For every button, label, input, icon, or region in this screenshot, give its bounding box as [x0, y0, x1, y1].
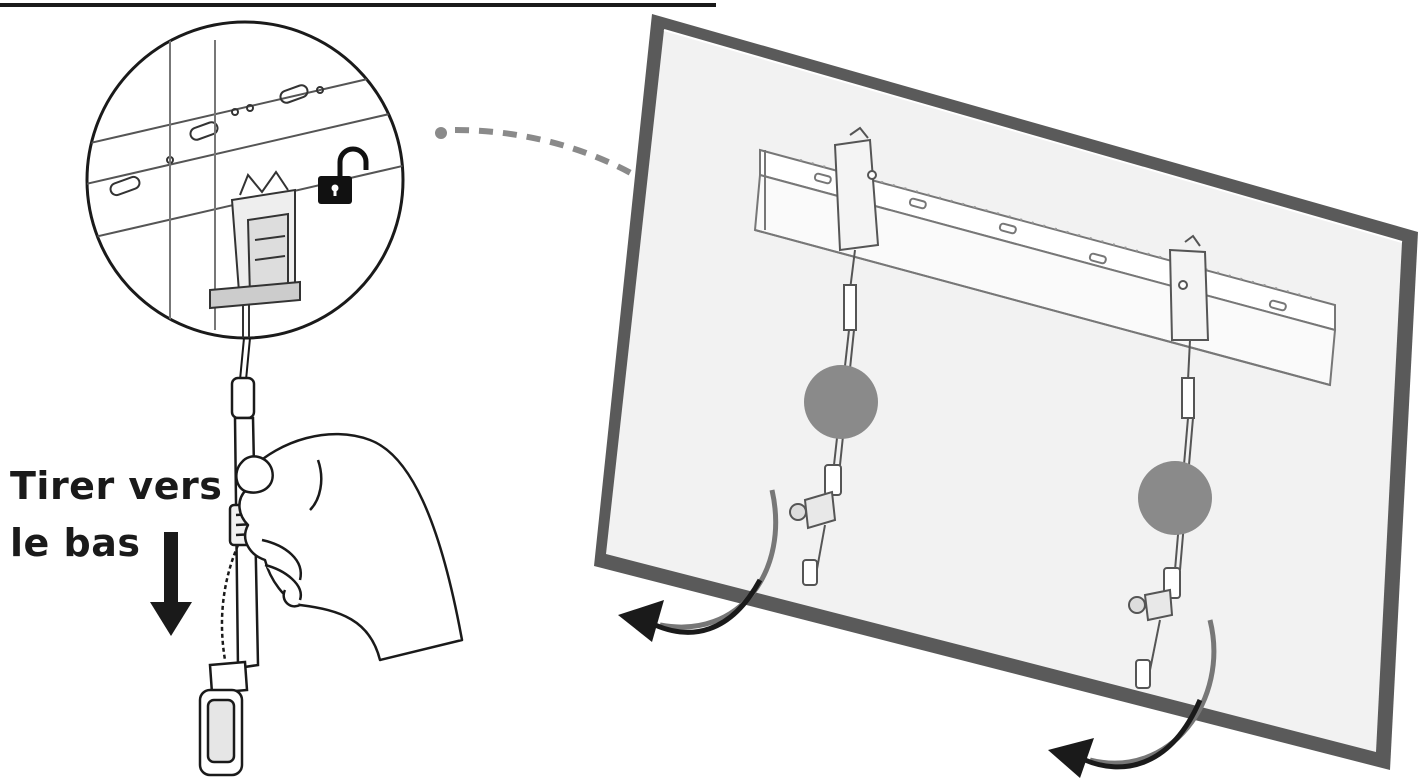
pull-down-instruction: Tirer vers le bas [10, 458, 222, 572]
curved-arrow-icon [618, 489, 779, 642]
arrow-down-icon [150, 532, 192, 636]
mounting-arm-right [1128, 234, 1210, 689]
tv-panel [594, 14, 1418, 770]
mounting-arm-left [789, 126, 880, 586]
instruction-line-2: le bas [10, 521, 141, 565]
instruction-line-1: Tirer vers [10, 464, 223, 508]
unlocked-padlock-icon [318, 146, 369, 204]
curved-arrow-icon [1048, 619, 1217, 778]
release-point-marker-left [804, 365, 878, 439]
release-point-marker-right [1138, 461, 1212, 535]
hand [235, 432, 464, 662]
zoom-detail [85, 20, 405, 340]
